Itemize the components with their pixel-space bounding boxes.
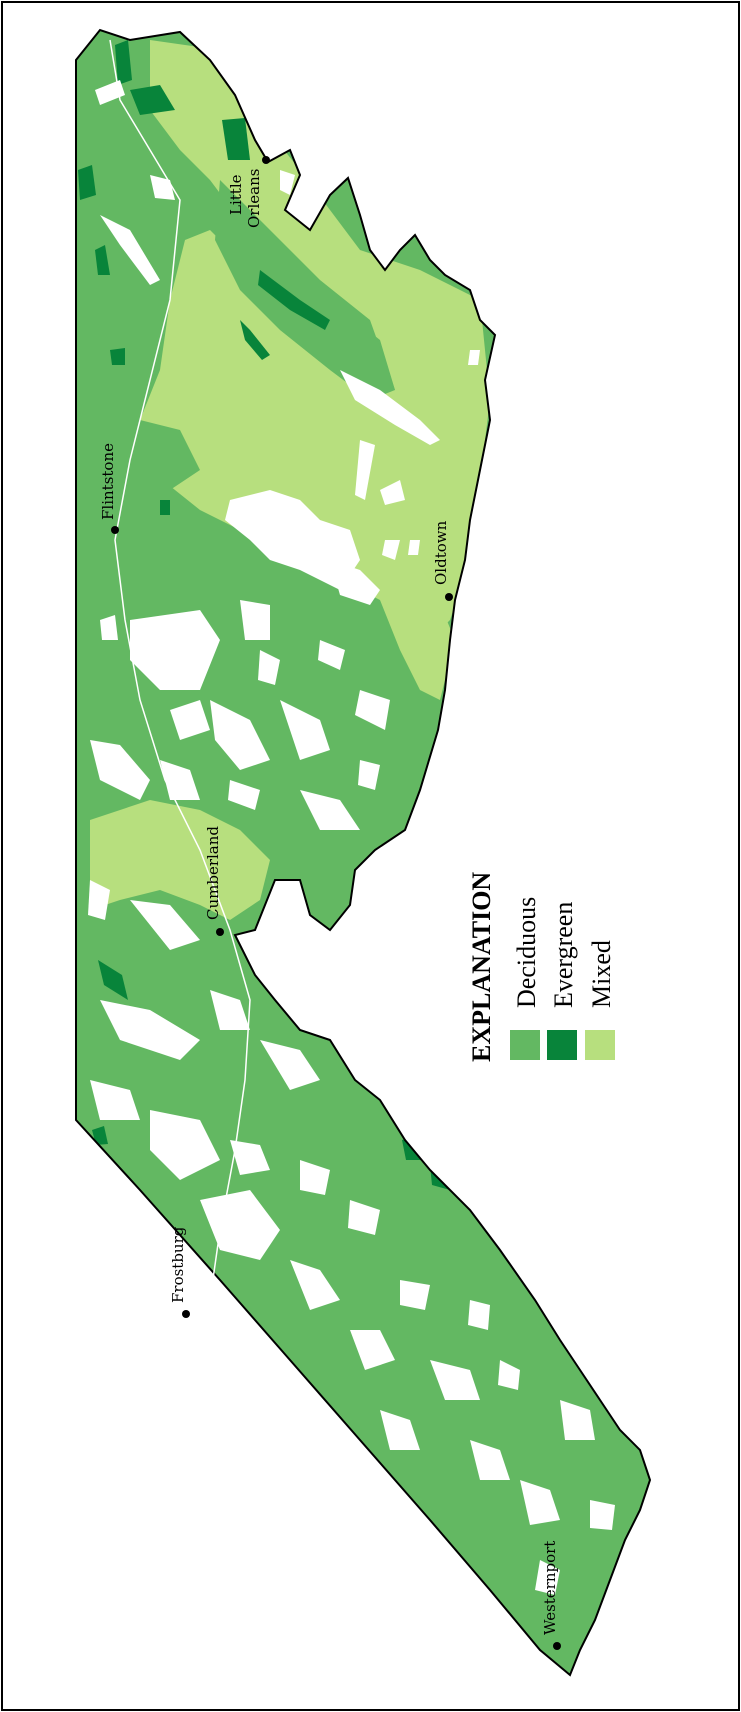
legend-title: EXPLANATION (467, 872, 496, 1062)
deciduous-patch-mid (140, 420, 200, 490)
mixed-region-cumberland (90, 800, 270, 920)
evergreen-patch-7 (78, 165, 96, 200)
town-dot-little-orleans (262, 156, 270, 164)
legend-label-deciduous: Deciduous (512, 897, 541, 1008)
evergreen-patch-10 (98, 960, 128, 1000)
evergreen-patch-13 (402, 1135, 425, 1160)
evergreen-patch-5 (258, 270, 330, 330)
town-label-frostburg: Frostburg (169, 1226, 187, 1303)
legend-swatch-deciduous (510, 1030, 540, 1060)
town-dot-flintstone (111, 526, 119, 534)
town-label-little-orleans-1: Little (227, 174, 245, 215)
evergreen-patch-11 (92, 1126, 108, 1145)
evergreen-patch-3 (222, 118, 250, 160)
legend-swatch-evergreen (547, 1030, 577, 1060)
legend-label-evergreen: Evergreen (549, 902, 578, 1008)
legend: EXPLANATION Deciduous Evergreen Mixed (467, 872, 616, 1062)
mixed-region-south-patch (280, 990, 320, 1010)
evergreen-patch-4 (258, 108, 272, 130)
county-outline (75, 28, 652, 1677)
town-dot-frostburg (182, 1310, 190, 1318)
evergreen-patch-6 (240, 320, 270, 360)
evergreen-patch-15 (160, 500, 170, 515)
deciduous-band-north (215, 180, 395, 400)
town-markers (111, 156, 561, 1650)
town-label-cumberland: Cumberland (204, 826, 222, 920)
town-label-flintstone: Flintstone (99, 443, 117, 520)
town-label-westernport: Westernport (541, 1541, 559, 1635)
evergreen-patch-12 (388, 1088, 402, 1110)
town-dot-oldtown (445, 593, 453, 601)
legend-swatch-mixed (585, 1030, 615, 1060)
town-label-little-orleans-2: Orleans (245, 169, 263, 228)
town-labels: Little Orleans Flintstone Oldtown Cumber… (99, 169, 559, 1635)
town-dot-westernport (553, 1642, 561, 1650)
legend-label-mixed: Mixed (587, 940, 616, 1008)
river-line (109, 39, 251, 1301)
town-dot-cumberland (216, 928, 224, 936)
town-label-oldtown: Oldtown (432, 520, 450, 585)
non-forest-openings (88, 80, 615, 1595)
evergreen-patch-2 (130, 85, 175, 115)
evergreen-patch-1 (115, 40, 132, 85)
mixed-region-east-bank (380, 580, 455, 700)
evergreen-patch-8 (95, 245, 110, 275)
evergreen-patch-9 (110, 348, 125, 365)
